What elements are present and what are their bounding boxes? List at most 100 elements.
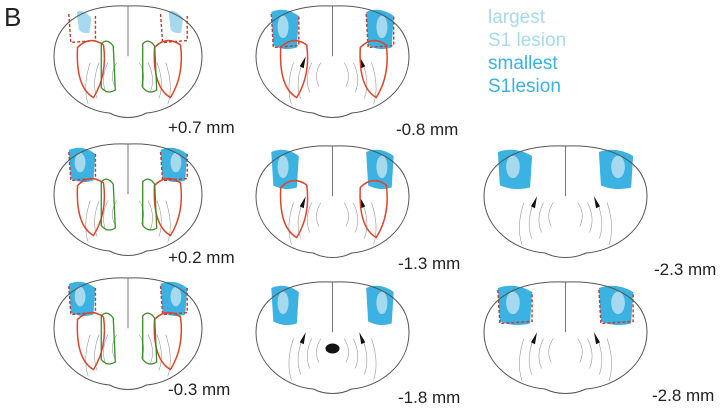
ventricle-mark [594, 196, 600, 208]
ventricle-mark [531, 196, 537, 208]
brain-section-drawing [250, 140, 415, 265]
striatum-outline [77, 179, 104, 236]
lesion-largest-area [278, 292, 289, 315]
lesion-largest-area [506, 156, 520, 179]
legend-item-smallest: smallest [488, 52, 566, 75]
brain-structure-line [307, 63, 312, 93]
lesion-largest-area [376, 292, 387, 315]
lesion-largest-area [75, 287, 86, 307]
brain-structure-line [148, 335, 153, 365]
legend: largest S1 lesion smallest S1lesion [488, 6, 566, 98]
lesion-largest-area [77, 11, 92, 33]
coordinate-label: -0.3 mm [168, 380, 230, 400]
brain-structure-line [148, 201, 153, 231]
brain-structure-line [289, 203, 294, 245]
brain-structure-line [148, 63, 153, 93]
brain-structure-line [289, 63, 294, 105]
brain-structure-line [316, 203, 321, 227]
striatum-outline [77, 313, 104, 370]
brain-structure-line [597, 339, 602, 375]
brain-section-drawing [478, 140, 653, 265]
brain-structure-line [344, 63, 349, 87]
brain-section-drawing [250, 276, 415, 401]
ventricle-mark [359, 332, 365, 344]
brain-structure-line [607, 339, 612, 381]
brain-structure-line [607, 203, 612, 245]
brain-structure-line [597, 203, 602, 239]
brain-structure-line [316, 339, 321, 363]
brain-structure-line [86, 335, 91, 377]
legend-item-largest: largest [488, 6, 566, 29]
brain-structure-line [529, 203, 534, 239]
brain-structure-line [353, 203, 358, 233]
striatum-outline [281, 181, 308, 238]
brain-structure-line [578, 203, 583, 227]
brain-structure-line [307, 339, 312, 369]
brain-section-drawing [478, 276, 653, 401]
ventricle-mark [326, 344, 340, 354]
brain-structure-line [519, 203, 524, 245]
brain-structure-line [298, 339, 303, 375]
lesion-largest-area [278, 16, 289, 39]
lesion-largest-area [278, 156, 289, 179]
brain-section-minus-2-3 [478, 140, 653, 265]
coordinate-label: -1.8 mm [398, 388, 460, 408]
brain-structure-line [344, 339, 349, 363]
lesion-largest-area [611, 292, 625, 315]
striatum-outline [281, 41, 308, 98]
brain-structure-line [588, 203, 593, 233]
brain-section-minus-1-3 [250, 140, 415, 265]
lesion-largest-area [376, 156, 387, 179]
lesion-largest-area [75, 153, 86, 173]
brain-structure-line [539, 203, 544, 233]
lesion-largest-area [376, 16, 387, 39]
brain-structure-line [344, 203, 349, 227]
legend-item-s1-lesion: S1 lesion [488, 29, 566, 52]
brain-structure-line [353, 63, 358, 93]
brain-structure-line [372, 203, 377, 245]
brain-structure-line [353, 339, 358, 369]
coordinate-label: -2.8 mm [652, 386, 714, 406]
brain-structure-line [86, 201, 91, 243]
ventricle-mark [300, 332, 306, 344]
striatum-outline [77, 41, 104, 98]
lesion-largest-area [611, 156, 625, 179]
brain-structure-line [316, 63, 321, 87]
brain-structure-line [529, 339, 534, 375]
lesion-largest-area [171, 287, 182, 307]
brain-structure-line [588, 339, 593, 369]
brain-section-minus-0-8 [250, 0, 415, 125]
brain-section-minus-0-3 [48, 272, 208, 397]
brain-section-plus-0-2 [48, 138, 208, 263]
ventricle-mark [594, 332, 600, 344]
brain-section-drawing [48, 272, 208, 397]
ventricle-mark [531, 332, 537, 344]
coordinate-label: -2.3 mm [654, 260, 716, 280]
brain-section-minus-1-8 [250, 276, 415, 401]
coordinate-label: -1.3 mm [398, 254, 460, 274]
brain-structure-line [86, 63, 91, 105]
brain-structure-line [289, 339, 294, 381]
legend-item-s1lesion: S1lesion [488, 75, 566, 98]
brain-section-drawing [250, 0, 415, 125]
brain-structure-line [549, 339, 554, 363]
brain-structure-line [549, 203, 554, 227]
brain-structure-line [307, 203, 312, 233]
brain-structure-line [166, 335, 171, 377]
lesion-largest-area [506, 292, 520, 315]
brain-section-drawing [48, 0, 208, 125]
brain-structure-line [166, 201, 171, 243]
coordinate-label: +0.7 mm [168, 118, 235, 138]
brain-structure-line [578, 339, 583, 363]
brain-structure-line [372, 339, 377, 381]
panel-label: B [4, 2, 21, 33]
brain-section-drawing [48, 138, 208, 263]
ventricle-mark [300, 196, 306, 208]
ventricle-mark [300, 56, 306, 68]
brain-structure-line [166, 63, 171, 105]
lesion-largest-area [171, 153, 182, 173]
brain-section-plus-0-7 [48, 0, 208, 125]
brain-structure-line [539, 339, 544, 369]
brain-structure-line [372, 63, 377, 105]
brain-structure-line [519, 339, 524, 381]
